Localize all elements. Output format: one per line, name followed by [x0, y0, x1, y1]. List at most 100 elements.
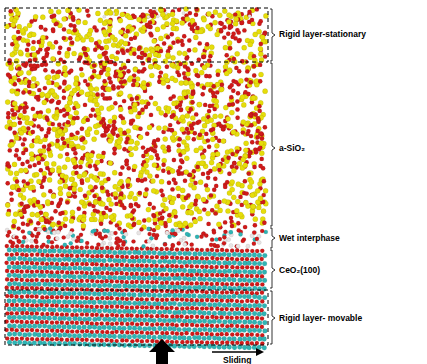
atom: [205, 273, 209, 277]
atom: [243, 261, 248, 266]
atom: [162, 285, 167, 290]
atom: [87, 266, 92, 271]
atom: [80, 287, 84, 291]
atom: [47, 249, 52, 254]
atom: [215, 257, 219, 261]
atom: [185, 340, 189, 344]
atom: [167, 260, 172, 265]
atom: [217, 302, 222, 307]
atom: [112, 309, 117, 314]
atom: [47, 291, 52, 296]
atom: [45, 329, 49, 333]
atom: [155, 306, 159, 310]
atom: [252, 270, 257, 275]
atom: [27, 307, 32, 312]
atom: [252, 278, 257, 283]
atom: [245, 341, 249, 345]
atom: [202, 327, 207, 332]
atom: [142, 343, 147, 348]
atom: [65, 53, 70, 58]
atom: [99, 222, 103, 226]
atom: [227, 252, 232, 257]
atom: [215, 282, 219, 286]
atom: [240, 274, 244, 278]
atom: [152, 276, 157, 281]
atom: [90, 313, 94, 317]
atom: [215, 265, 219, 269]
atom: [197, 277, 202, 282]
atom: [22, 333, 27, 338]
atom: [87, 250, 92, 255]
atom: [147, 275, 152, 280]
atom: [152, 259, 157, 264]
atom: [252, 294, 257, 299]
atom: [240, 290, 244, 294]
atom: [135, 280, 139, 284]
atom: [12, 265, 17, 270]
atom: [257, 295, 262, 300]
atom: [172, 301, 177, 306]
atom: [55, 236, 59, 240]
atom: [160, 314, 164, 318]
atom: [32, 282, 37, 287]
atom: [12, 162, 17, 167]
atom: [235, 248, 239, 252]
atom: [65, 304, 69, 308]
atom: [62, 316, 67, 321]
atom: [237, 319, 242, 324]
atom: [102, 258, 107, 263]
atom: [227, 294, 232, 299]
atom: [67, 325, 72, 330]
atom: [27, 332, 32, 337]
atom: [27, 324, 32, 329]
atom: [100, 305, 104, 309]
atom: [148, 232, 152, 236]
atom: [17, 24, 22, 29]
atom: [162, 267, 167, 272]
atom: [253, 223, 257, 227]
atom: [187, 293, 192, 298]
atom: [103, 308, 108, 313]
atom: [32, 332, 37, 337]
atom: [70, 304, 74, 308]
atom: [212, 166, 217, 171]
atom: [120, 305, 124, 309]
atom: [250, 299, 254, 303]
atom: [45, 320, 49, 324]
atom: [260, 266, 264, 270]
atom: [25, 294, 29, 298]
atom: [232, 252, 237, 257]
atom: [198, 180, 203, 185]
atom: [122, 267, 127, 272]
atom: [167, 251, 172, 256]
atom: [82, 291, 87, 296]
atom: [50, 253, 54, 257]
atom: [192, 310, 197, 315]
atom: [12, 248, 17, 253]
atom: [80, 246, 84, 250]
atom: [150, 280, 154, 284]
atom: [137, 276, 142, 281]
atom: [57, 274, 62, 279]
atom: [107, 283, 112, 288]
atom: [142, 292, 147, 297]
atom: [117, 292, 122, 297]
atom: [160, 298, 164, 302]
atom: [14, 153, 18, 157]
atom: [58, 316, 63, 321]
atom: [245, 307, 249, 311]
atom: [157, 251, 162, 256]
atom: [17, 290, 22, 295]
atom: [30, 294, 34, 298]
atom: [57, 324, 62, 329]
atom: [90, 279, 94, 283]
atom: [52, 274, 57, 279]
atom: [5, 261, 9, 265]
atom: [230, 299, 234, 303]
atom: [200, 323, 204, 327]
atom: [227, 303, 232, 308]
atom: [12, 299, 17, 304]
atom: [105, 254, 109, 258]
atom: [202, 269, 207, 274]
atom: [30, 239, 34, 243]
